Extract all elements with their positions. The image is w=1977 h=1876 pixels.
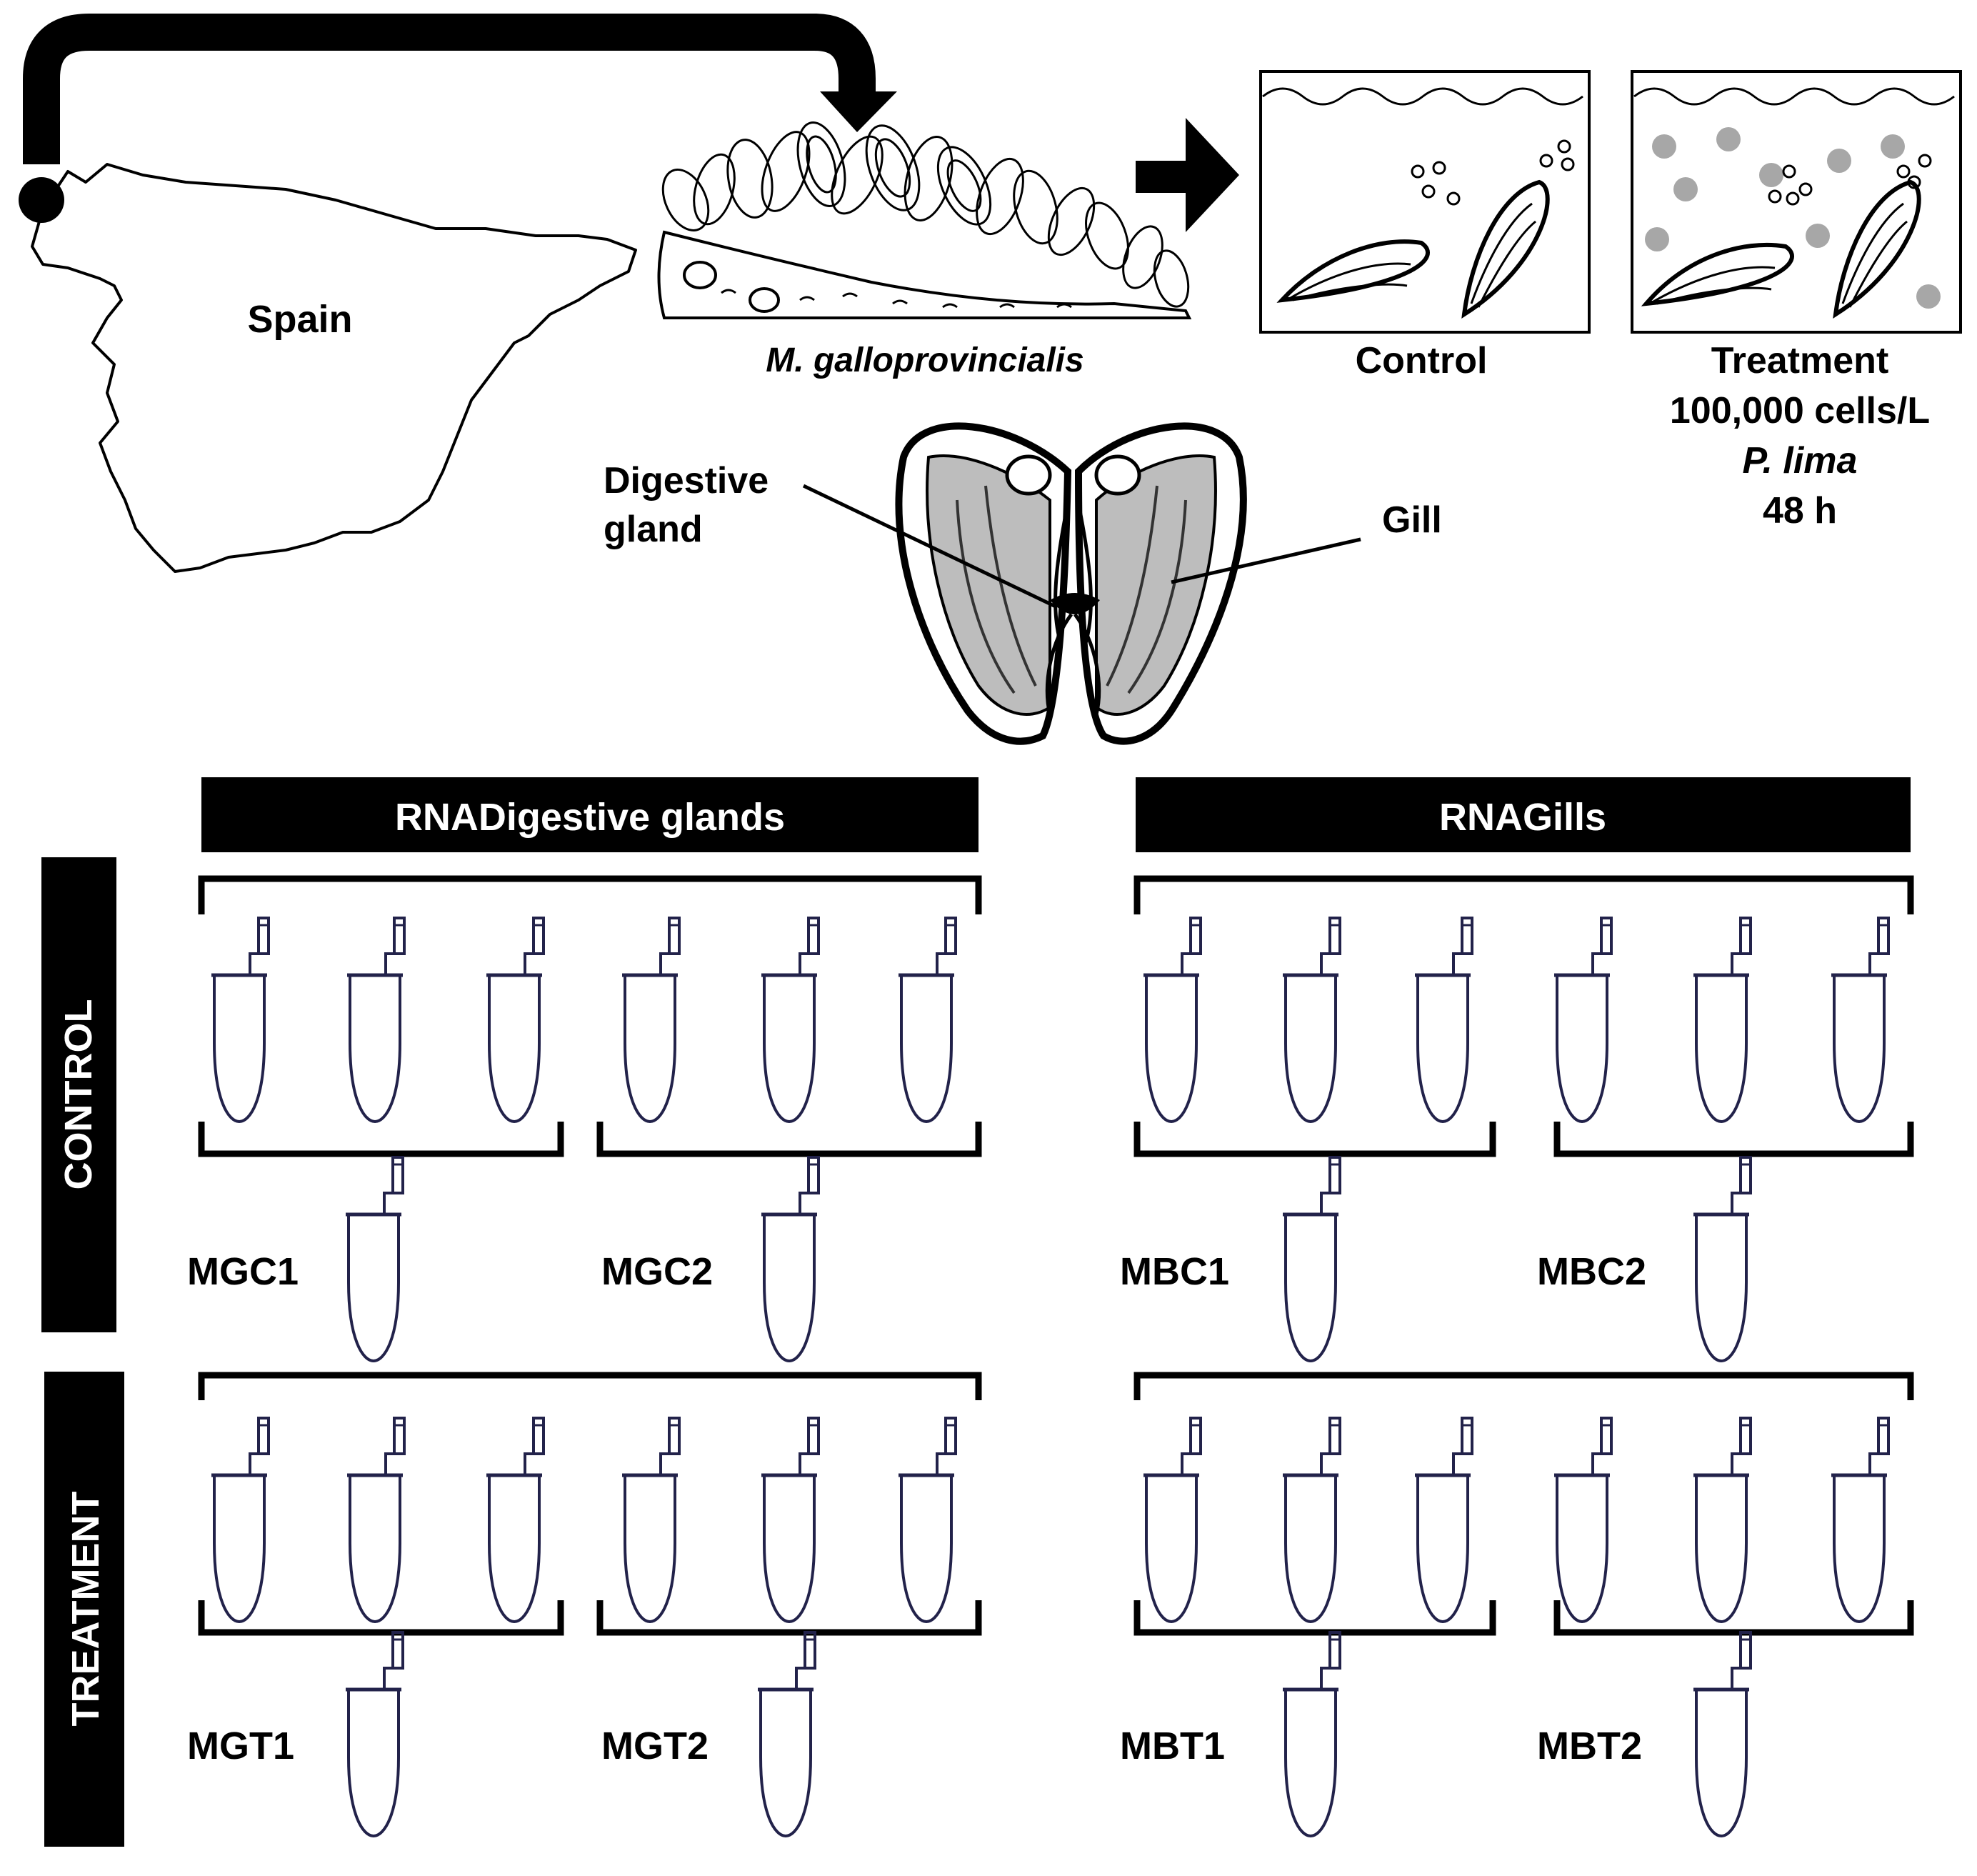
control-tank: Control <box>1259 70 1591 381</box>
tube <box>1554 1418 1611 1622</box>
row-label-treatment: TREATMENT <box>44 1372 124 1847</box>
tube <box>1693 1632 1751 1836</box>
tube <box>1554 918 1611 1122</box>
exposure-arrow <box>1136 118 1239 232</box>
control-tank-label: Control <box>1356 340 1488 381</box>
tube <box>211 918 269 1122</box>
tube <box>761 918 819 1122</box>
pool-label-mgt1: MGT1 <box>187 1725 294 1767</box>
tube <box>1831 918 1888 1122</box>
tube <box>486 1418 544 1622</box>
pool-label-mbt2: MBT2 <box>1537 1725 1642 1767</box>
tube <box>346 1632 403 1836</box>
mussel-bed-illustration: M. galloprovincialis <box>657 121 1192 379</box>
tube <box>486 918 544 1122</box>
header-gills: RNAGills <box>1136 777 1911 852</box>
collection-arrow <box>23 14 897 164</box>
tube <box>347 918 404 1122</box>
tube <box>1283 1418 1340 1622</box>
row-label-control: CONTROL <box>41 857 116 1332</box>
tube <box>1283 1157 1340 1361</box>
tube <box>1831 1418 1888 1622</box>
gill-label: Gill <box>1382 499 1442 541</box>
tube <box>899 1418 956 1622</box>
tube <box>211 1418 269 1622</box>
header-digestive: RNADigestive glands <box>201 777 979 852</box>
spain-label: Spain <box>247 298 352 341</box>
control-replicate-tubes <box>211 918 1888 1122</box>
tube <box>758 1632 815 1836</box>
dinoflagellate-cells <box>1645 127 1941 309</box>
tube <box>1693 1157 1751 1361</box>
pool-label-mbc2: MBC2 <box>1537 1250 1646 1293</box>
treatment-duration: 48 h <box>1763 490 1837 532</box>
tube <box>1143 1418 1201 1622</box>
tube <box>1415 1418 1472 1622</box>
row-label-treatment-text: TREATMENT <box>64 1492 107 1727</box>
anatomy-labels: Digestive gland Gill <box>604 460 1442 609</box>
spain-map: Spain <box>19 163 637 573</box>
pool-label-mgt2: MGT2 <box>601 1725 709 1767</box>
pool-label-mbt1: MBT1 <box>1120 1725 1225 1767</box>
tube <box>346 1157 403 1361</box>
treatment-tank-label: Treatment <box>1711 340 1889 381</box>
tube <box>1143 918 1201 1122</box>
tube <box>1415 918 1472 1122</box>
sampling-site-marker <box>19 177 64 223</box>
digestive-gland-label: Digestive gland <box>604 460 779 550</box>
treatment-concentration: 100,000 cells/L <box>1670 390 1930 431</box>
tube <box>899 918 956 1122</box>
tube <box>1693 918 1751 1122</box>
tube <box>622 918 679 1122</box>
tube <box>761 1418 819 1622</box>
control-pooled-samples: MGC1 MGC2 MBC1 MBC2 <box>187 1157 1751 1361</box>
pool-label-mgc2: MGC2 <box>601 1250 713 1293</box>
row-label-control-text: CONTROL <box>57 999 100 1190</box>
digestive-gland-pointer <box>802 484 1058 609</box>
treatment-pooled-samples: MGT1 MGT2 MBT1 MBT2 <box>187 1632 1751 1836</box>
mussel-anatomy-illustration <box>895 422 1247 745</box>
species-label: M. galloprovincialis <box>766 341 1083 379</box>
treatment-organism: P. lima <box>1743 440 1858 482</box>
pool-label-mgc1: MGC1 <box>187 1250 299 1293</box>
pool-label-mbc1: MBC1 <box>1120 1250 1229 1293</box>
tube <box>622 1418 679 1622</box>
treatment-tank: Treatment 100,000 cells/L P. lima 48 h <box>1631 70 1962 532</box>
header-gills-label: RNAGills <box>1439 796 1606 839</box>
tube <box>1283 1632 1340 1836</box>
header-digestive-label: RNADigestive glands <box>395 796 785 839</box>
tube <box>1693 1418 1751 1622</box>
treatment-replicate-tubes <box>211 1418 1888 1622</box>
tube <box>1283 918 1340 1122</box>
tube <box>347 1418 404 1622</box>
gill-pointer <box>1171 537 1361 584</box>
brackets <box>198 875 1914 1636</box>
tube <box>761 1157 819 1361</box>
